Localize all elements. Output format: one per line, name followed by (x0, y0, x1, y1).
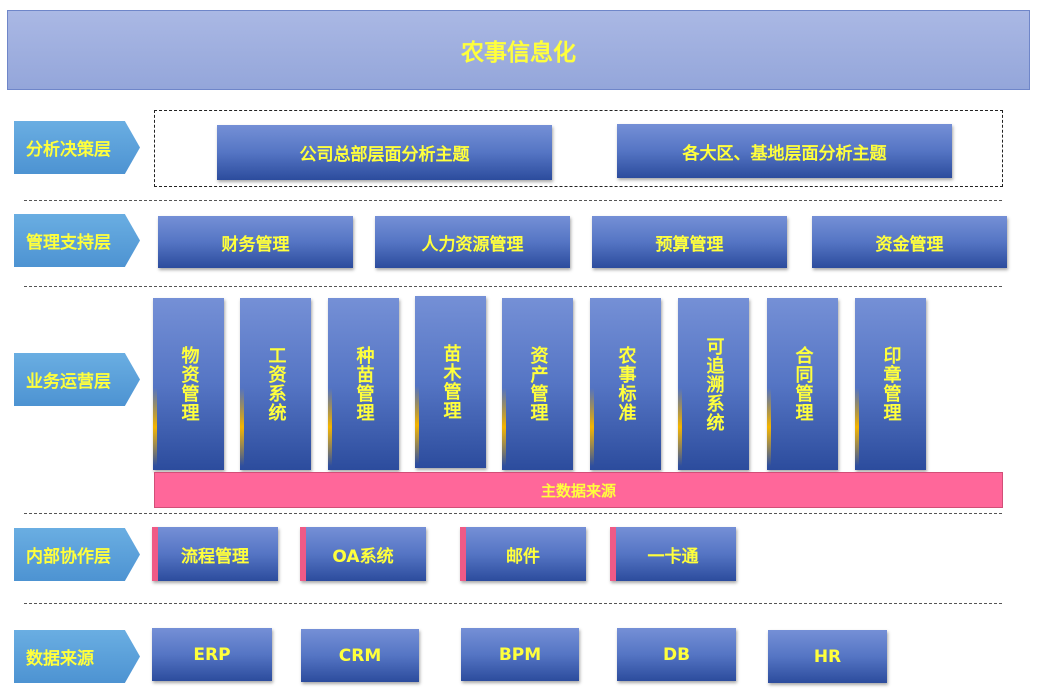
box-contracts: 合同管理 (767, 298, 838, 470)
box-materials: 物资管理 (153, 298, 224, 470)
box-crm: CRM (301, 629, 419, 682)
box-capital: 资金管理 (812, 216, 1007, 268)
box-oa: OA系统 (300, 527, 426, 581)
box-seedlings: 种苗管理 (328, 298, 399, 470)
box-hr: HR (768, 630, 887, 683)
box-erp: ERP (152, 628, 272, 681)
layer-label-management: 管理支持层 (14, 214, 140, 267)
layer-label-decision: 分析决策层 (14, 121, 140, 174)
master-data-bar: 主数据来源 (154, 472, 1003, 508)
box-traceability: 可追溯系统 (678, 298, 749, 470)
layer-label-collaboration: 内部协作层 (14, 528, 140, 581)
divider (24, 513, 1002, 514)
box-nursery: 苗木管理 (415, 296, 486, 468)
box-mail: 邮件 (460, 527, 586, 581)
divider (24, 603, 1002, 604)
page-title: 农事信息化 (7, 10, 1030, 90)
box-finance: 财务管理 (158, 216, 353, 268)
box-bpm: BPM (461, 628, 579, 681)
divider (24, 286, 1002, 287)
box-assets: 资产管理 (502, 298, 573, 470)
box-payroll: 工资系统 (240, 298, 311, 470)
box-farming-standard: 农事标准 (590, 298, 661, 470)
box-card: 一卡通 (610, 527, 736, 581)
decision-frame (154, 110, 1003, 187)
layer-label-sources: 数据来源 (14, 630, 140, 683)
box-hq-analysis: 公司总部层面分析主题 (217, 125, 552, 180)
box-hr-management: 人力资源管理 (375, 216, 570, 268)
box-seals: 印章管理 (855, 298, 926, 470)
box-db: DB (617, 628, 736, 681)
box-region-analysis: 各大区、基地层面分析主题 (617, 124, 952, 178)
divider (24, 200, 1002, 201)
box-budget: 预算管理 (592, 216, 787, 268)
box-workflow: 流程管理 (152, 527, 278, 581)
layer-label-operations: 业务运营层 (14, 353, 140, 406)
